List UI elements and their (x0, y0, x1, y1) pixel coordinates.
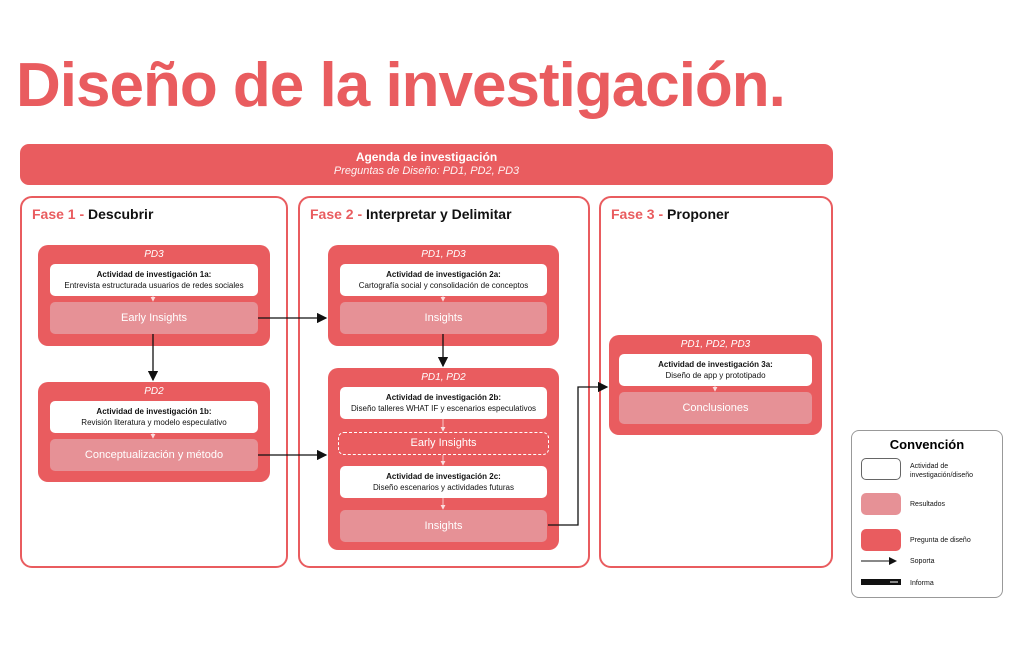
legend-label-results: Resultados (910, 501, 946, 508)
pd-label: PD1, PD2, PD3 (680, 339, 751, 350)
phase-2-panel: Fase 2 - Interpretar y Delimitar (298, 196, 590, 568)
pd-label: PD2 (144, 386, 164, 397)
activity-2c: Actividad de investigación 2c:Diseño esc… (340, 466, 547, 498)
design-question-block-1b: PD2 Actividad de investigación 1b:Revisi… (38, 382, 270, 482)
design-question-block-2b: PD1, PD2 Actividad de investigación 2b:D… (328, 368, 559, 550)
arrow-2c-to-3a (548, 381, 609, 526)
result-1b: Conceptualización y método (50, 439, 258, 471)
phase-2-title: Fase 2 - Interpretar y Delimitar (310, 206, 512, 222)
legend-title: Convención (889, 437, 965, 452)
legend-swatch-question (861, 529, 901, 551)
activity-2b: Actividad de investigación 2b:Diseño tal… (340, 387, 547, 419)
design-question-block-3a: PD1, PD2, PD3 Actividad de investigación… (609, 335, 822, 435)
page-title: Diseño de la investigación. (16, 51, 786, 120)
pd-label: PD1, PD2 (421, 372, 466, 383)
phase-1-title: Fase 1 - Descubrir (32, 206, 154, 222)
legend-label-question: Pregunta de diseño (910, 537, 971, 544)
pd-label: PD1, PD3 (421, 249, 466, 260)
research-agenda-bar: Agenda de investigación Preguntas de Dis… (20, 144, 833, 185)
phase-3-title: Fase 3 - Proponer (611, 206, 730, 222)
phase-1-panel: Fase 1 - Descubrir (20, 196, 288, 568)
agenda-subtitle: Preguntas de Diseño: PD1, PD2, PD3 (333, 165, 520, 177)
activity-1a: Actividad de investigación 1a:Entrevista… (50, 264, 258, 296)
agenda-title: Agenda de investigación (355, 150, 498, 164)
result-2c: Insights (340, 510, 547, 542)
legend-label-supports: Soporta (910, 558, 935, 565)
activity-2a: Actividad de investigación 2a:Cartografí… (340, 264, 547, 296)
legend-label-informs: Informa (910, 580, 934, 587)
intermediate-result-2b: Early Insights (338, 432, 549, 455)
legend: Convención Actividad de investigación/di… (851, 430, 1003, 598)
pd-label: PD3 (144, 249, 164, 260)
result-2a: Insights (340, 302, 547, 334)
legend-label-activity: Actividad de investigación/diseño (910, 463, 974, 479)
legend-swatch-results (861, 493, 901, 515)
design-question-block-1a: PD3 Actividad de investigación 1a:Entrev… (38, 245, 270, 346)
result-1a: Early Insights (50, 302, 258, 334)
legend-swatch-activity (861, 458, 901, 480)
activity-3a: Actividad de investigación 3a:Diseño de … (619, 354, 812, 386)
design-question-block-2a: PD1, PD3 Actividad de investigación 2a:C… (328, 245, 559, 346)
legend-arrow-icons (861, 557, 901, 585)
activity-1b: Actividad de investigación 1b:Revisión l… (50, 401, 258, 433)
result-3a: Conclusiones (619, 392, 812, 424)
